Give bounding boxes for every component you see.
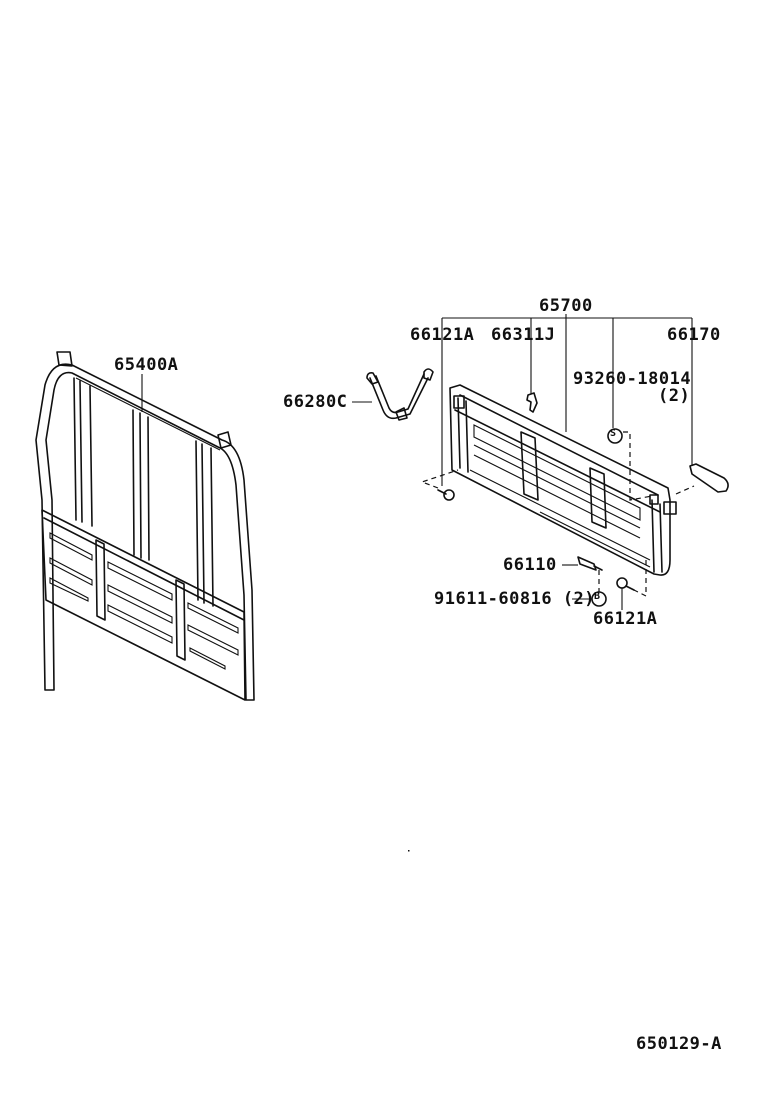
label-66170: 66170 <box>667 325 721 345</box>
label-93260-qty: (2) <box>658 386 691 406</box>
label-66280C: 66280C <box>283 392 348 412</box>
pin-66110 <box>577 556 597 571</box>
symbol-S: S <box>610 428 617 439</box>
cable-66170 <box>689 463 729 493</box>
dash-bolt-bottom <box>633 560 647 597</box>
label-66311J: 66311J <box>491 325 556 345</box>
tailgate-65700 <box>449 384 677 576</box>
label-66121A-top: 66121A <box>410 325 475 345</box>
label-65400A: 65400A <box>114 355 179 375</box>
symbol-S-circle <box>607 428 623 444</box>
label-91611-60816: 91611-60816 (2) <box>434 589 596 609</box>
cab-guard-frame-65400A <box>35 351 255 701</box>
bolt-66121A-top <box>437 489 455 501</box>
dash-bolt-top <box>420 469 459 489</box>
label-93260-18014: 93260-18014 <box>573 369 692 389</box>
bracket-65700 <box>441 314 693 486</box>
bolt-66121A-bottom <box>616 577 635 591</box>
dash-S <box>623 431 653 501</box>
clip-66311J <box>526 392 538 413</box>
label-66110: 66110 <box>503 555 557 575</box>
strap-66280C <box>366 368 434 421</box>
label-66121A-bottom: 66121A <box>593 609 658 629</box>
diagram-code: 650129-A <box>636 1034 722 1054</box>
dash-66170 <box>675 485 695 495</box>
symbol-B: B <box>594 591 601 602</box>
label-65700: 65700 <box>539 296 593 316</box>
stray-dot <box>408 850 410 852</box>
